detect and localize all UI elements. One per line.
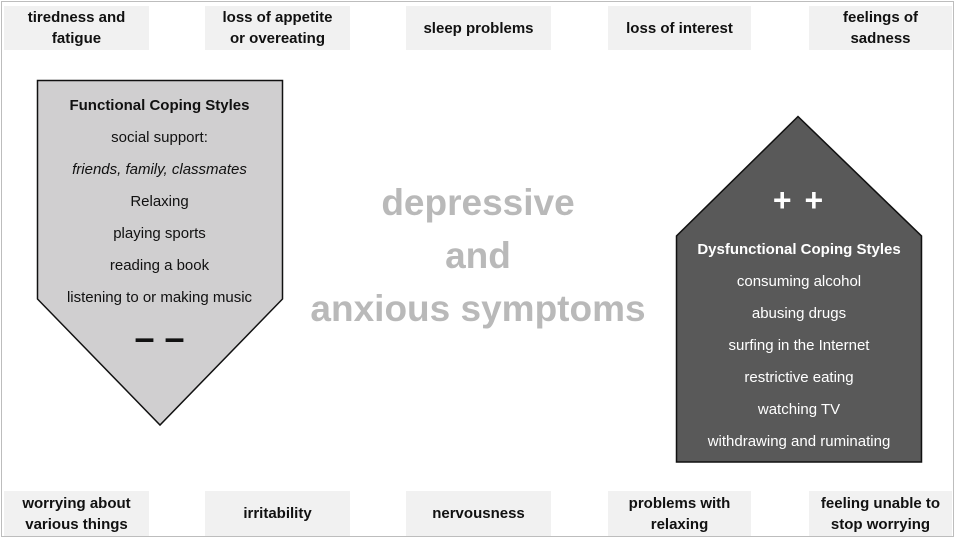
symptom-label: feelings of sadness — [842, 9, 918, 47]
symptom-label: tiredness and fatigue — [27, 9, 126, 47]
dysfunctional-coping-pentagon — [675, 115, 923, 463]
functional-coping-item: Relaxing — [130, 193, 189, 210]
functional-coping-item: reading a book — [109, 257, 210, 274]
functional-coping-item: friends, family, classmates — [72, 161, 247, 178]
symptom-label: loss of appetite or overeating — [222, 9, 333, 47]
functional-coping-shape — [36, 79, 284, 427]
functional-coping-item: listening to or making music — [66, 289, 253, 306]
dysfunctional-coping-shape — [675, 115, 923, 463]
symptom-box-bottom: problems with relaxing — [608, 491, 751, 536]
functional-coping-item: playing sports — [113, 225, 206, 242]
dysfunctional-coping-item: withdrawing and ruminating — [707, 433, 891, 450]
functional-coping-item: social support: — [111, 129, 208, 146]
symptom-box-top: loss of interest — [608, 6, 751, 50]
symptom-box-bottom: feeling unable to stop worrying — [809, 491, 952, 536]
dysfunctional-coping-item: consuming alcohol — [736, 273, 862, 290]
dysfunctional-coping-item: abusing drugs — [751, 305, 847, 322]
symptom-label: feeling unable to stop worrying — [820, 494, 941, 533]
dysfunctional-coping-title: Dysfunctional Coping Styles — [697, 241, 901, 258]
symptom-box-bottom: irritability — [205, 491, 350, 536]
dysfunctional-coping-item: watching TV — [757, 401, 841, 418]
symptom-box-bottom: worrying about various things — [4, 491, 149, 536]
symptom-label: irritability — [243, 505, 312, 522]
dysfunctional-coping-item: restrictive eating — [744, 369, 854, 386]
symptom-box-top: feelings of sadness — [809, 6, 952, 50]
symptom-label: nervousness — [432, 505, 525, 522]
dysfunctional-coping-item: surfing in the Internet — [728, 337, 870, 354]
center-label: depressive and anxious symptoms — [290, 176, 666, 335]
plus-sign: + + — [772, 182, 826, 218]
center-label-line: anxious symptoms — [310, 288, 646, 329]
symptom-label: sleep problems — [423, 19, 534, 37]
center-label-line: and — [445, 235, 511, 276]
symptom-label: worrying about various things — [22, 494, 131, 533]
symptom-label: loss of interest — [626, 19, 733, 37]
symptom-box-bottom: nervousness — [406, 491, 551, 536]
symptom-label: problems with relaxing — [628, 494, 731, 533]
functional-coping-title: Functional Coping Styles — [69, 97, 250, 114]
functional-coping-text: Functional Coping Styles social support:… — [37, 90, 282, 314]
symptom-box-top: tiredness and fatigue — [4, 6, 149, 50]
minus-sign: – – — [134, 317, 185, 358]
symptom-box-top: sleep problems — [406, 6, 551, 50]
dysfunctional-coping-text: Dysfunctional Coping Styles consuming al… — [677, 234, 921, 458]
center-label-line: depressive — [381, 182, 575, 223]
functional-coping-pentagon — [36, 79, 284, 427]
symptom-box-top: loss of appetite or overeating — [205, 6, 350, 50]
